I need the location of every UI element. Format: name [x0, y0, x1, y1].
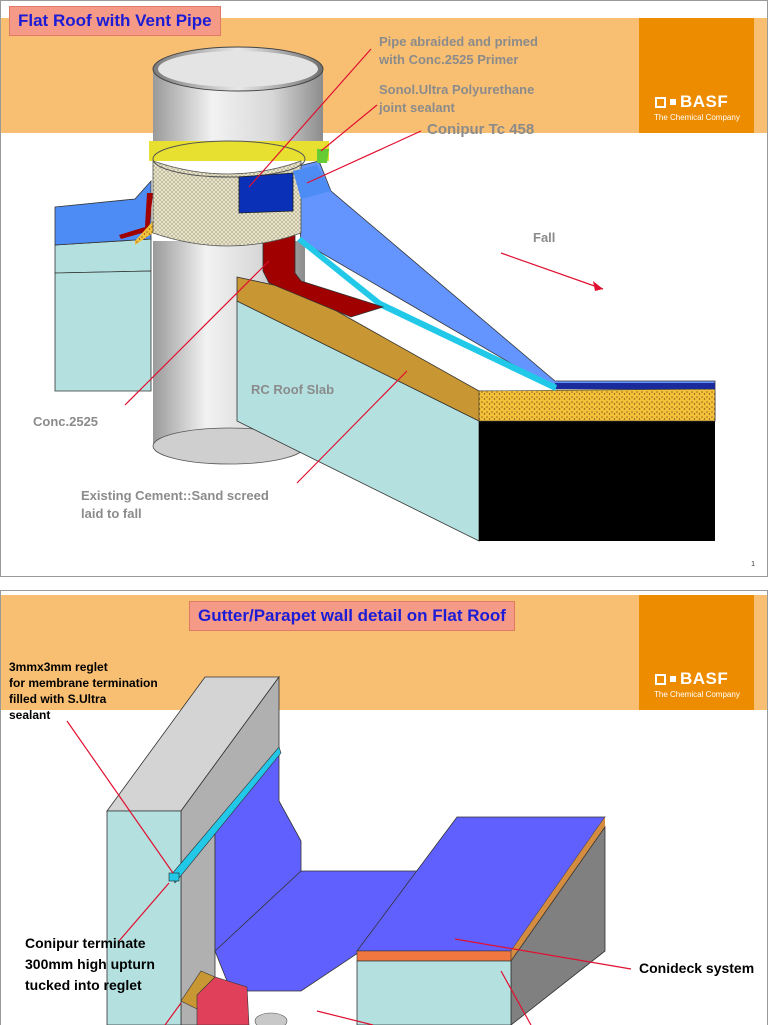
sealant-ring-green: [317, 149, 329, 163]
label-conipur: Conipur Tc 458: [427, 121, 535, 138]
right-membrane-upstand: [293, 165, 331, 199]
slide-vent-pipe: BASF The Chemical Company Flat Roof with…: [0, 0, 768, 577]
leader-base-mid: [316, 1010, 374, 1025]
label-rc-roof-slab: RC Roof Slab: [251, 382, 335, 397]
label-pipe-primer: Pipe abraided and primed with Conc.2525 …: [379, 34, 538, 67]
gutter-red-seal: [196, 976, 250, 1025]
leader-screed: [296, 370, 408, 484]
label-conideck-system: Conideck system: [639, 960, 755, 976]
membrane-dark-edge: [555, 383, 715, 389]
slide-title: Gutter/Parapet wall detail on Flat Roof: [189, 601, 515, 631]
sealant-ring: [149, 141, 329, 161]
wrap-top-edge: [152, 140, 306, 178]
label-conipur-terminate: Conipur terminate 300mm high upturn tuck…: [25, 935, 155, 993]
label-polyurethane-sealant: Sonol.Ultra Polyurethane joint sealant: [379, 82, 535, 115]
leader-fall: [500, 252, 604, 290]
left-slab-front: [54, 270, 152, 392]
parapet-front: [106, 810, 182, 1025]
logo-tagline: The Chemical Company: [654, 113, 740, 122]
leader-base-left: [164, 1002, 182, 1025]
left-membrane: [54, 179, 152, 246]
membrane-slope: [294, 160, 716, 390]
label-reglet: 3mmx3mm reglet for membrane termination …: [9, 660, 158, 722]
basf-logo: BASF The Chemical Company: [639, 595, 754, 710]
reglet-slot: [168, 872, 180, 882]
logo-dot-icon: [670, 99, 676, 105]
leader-primer: [248, 48, 372, 188]
leader-lines: [66, 720, 632, 1025]
page-number: 1: [751, 561, 755, 568]
leader-conipur: [306, 130, 422, 184]
pipe-inside: [158, 51, 318, 87]
roof-slab-front: [356, 960, 512, 1025]
logo-brand: BASF: [680, 92, 729, 111]
conideck-layer: [356, 950, 512, 962]
leader-conideck: [454, 938, 632, 970]
leader-reglet: [66, 720, 174, 874]
logo-dot-icon: [670, 676, 676, 682]
label-conc2525: Conc.2525: [33, 414, 99, 429]
slide-title: Flat Roof with Vent Pipe: [9, 6, 221, 36]
leader-sealant: [320, 104, 378, 152]
leader-lines: [124, 48, 604, 484]
pipe-blue-block: [238, 172, 294, 214]
slide-gutter-parapet: BASF The Chemical Company Gutter/Parapet…: [0, 590, 768, 1025]
drain-outlet: [254, 1012, 288, 1025]
leader-base-right: [500, 970, 532, 1025]
fall-arrow-head: [593, 281, 603, 291]
gutter-parapet-diagram: [66, 675, 632, 1025]
logo-square-icon: [655, 674, 666, 685]
screed-end-sand: [478, 388, 716, 422]
cyan-primer-line: [297, 237, 557, 391]
left-sand-fill: [135, 221, 153, 245]
basf-logo: BASF The Chemical Company: [639, 18, 754, 133]
logo-square-icon: [655, 97, 666, 108]
left-red-seal: [119, 193, 153, 239]
logo-brand: BASF: [680, 669, 729, 688]
vent-pipe-diagram: [54, 46, 716, 542]
slab-end-face: [479, 421, 715, 541]
logo-tagline: The Chemical Company: [654, 690, 740, 699]
label-existing-screed: Existing Cement::Sand screed laid to fal…: [81, 488, 269, 521]
label-fall: Fall: [533, 230, 556, 245]
leader-terminate: [118, 882, 170, 942]
roof-edge-orange: [511, 817, 605, 961]
leader-conc: [124, 260, 270, 406]
